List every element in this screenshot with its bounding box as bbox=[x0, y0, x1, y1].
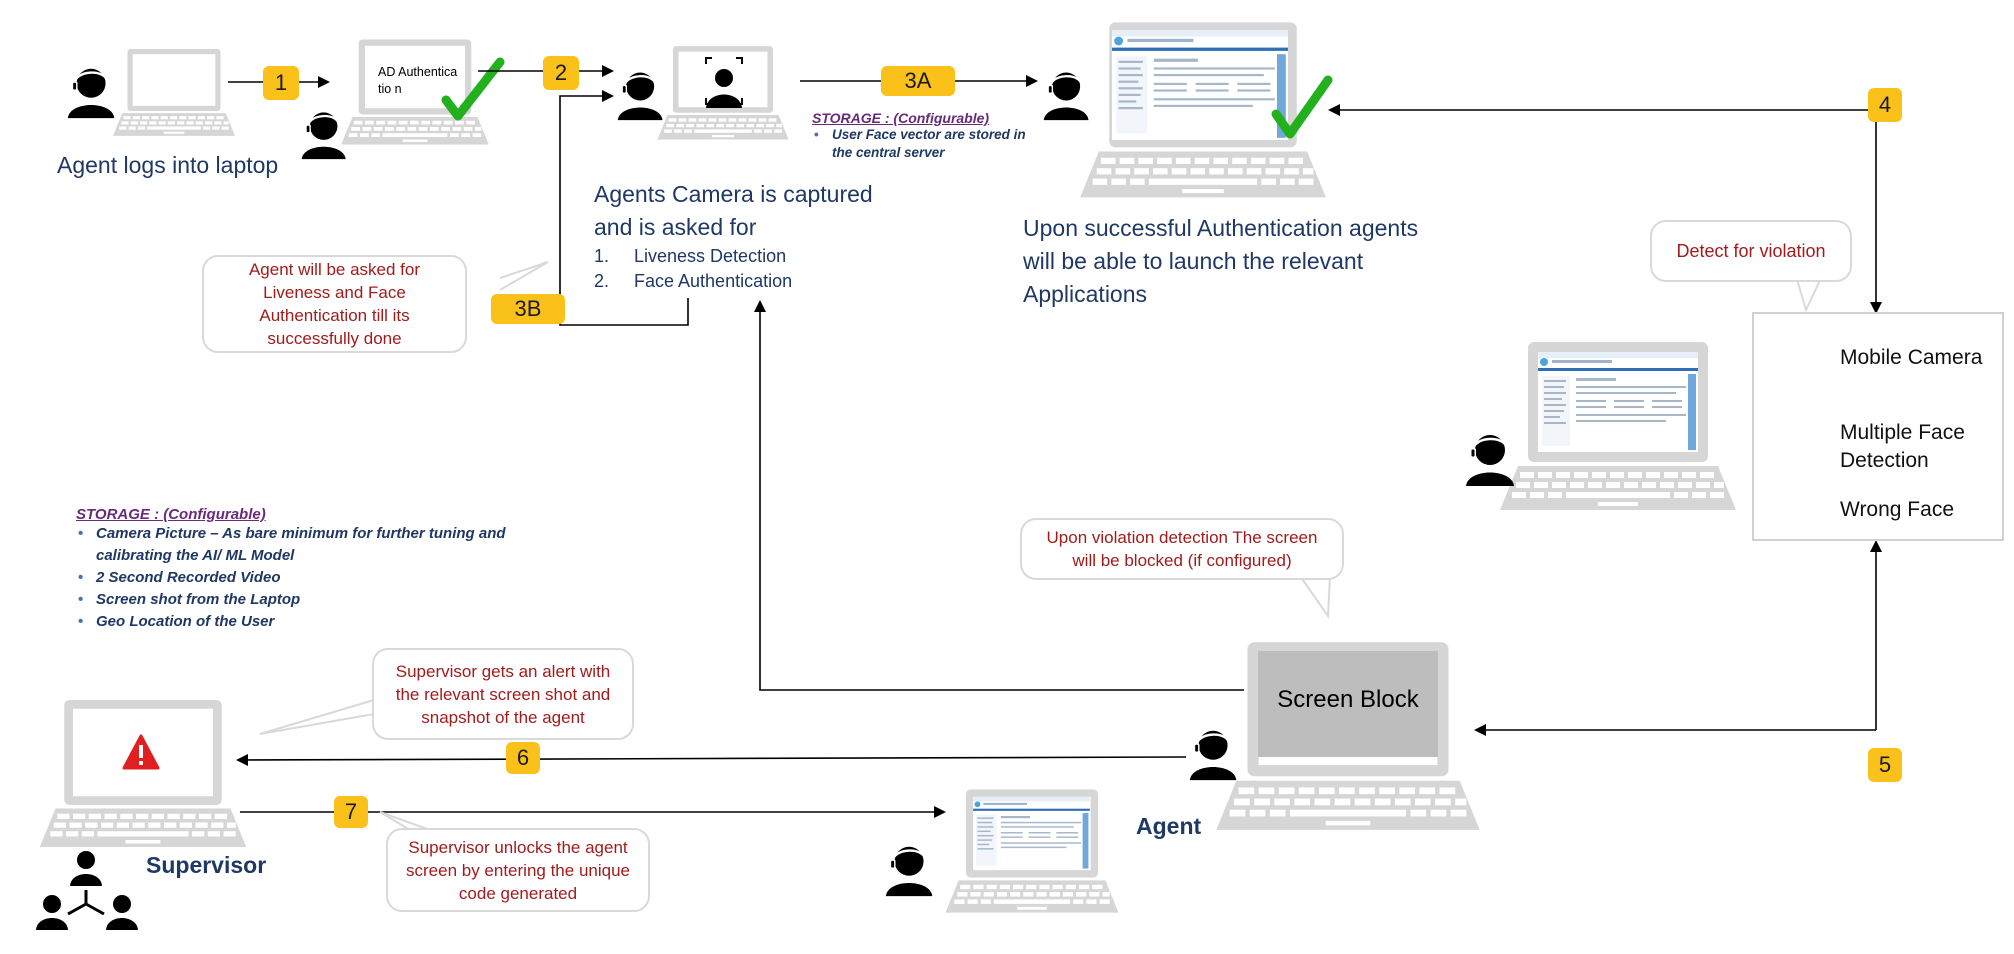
callout-tail-block bbox=[1299, 575, 1331, 619]
callout-tail-violation bbox=[1795, 275, 1823, 313]
camera-line1: Agents Camera is captured bbox=[594, 181, 873, 207]
callout-tail-3b bbox=[499, 261, 549, 291]
callout-tail-alert bbox=[259, 699, 375, 735]
camera-item-2-number: 2. bbox=[594, 271, 610, 291]
callout-block: Upon violation detection The screen will… bbox=[1020, 518, 1344, 580]
storage-top: STORAGE : (Configurable) User Face vecto… bbox=[812, 110, 1032, 162]
callout-alert-text: Supervisor gets an alert with the releva… bbox=[395, 661, 611, 727]
camera-text: Agents Camera is captured and is asked f… bbox=[594, 178, 924, 294]
storage-bottom-item: 2 Second Recorded Video bbox=[76, 567, 576, 589]
warning-icon bbox=[122, 734, 160, 770]
agent-icon bbox=[1042, 71, 1090, 122]
storage-bottom-item: Camera Picture – As bare minimum for fur… bbox=[76, 523, 576, 567]
storage-top-title: STORAGE : (Configurable) bbox=[812, 110, 990, 126]
agent-icon bbox=[884, 845, 934, 898]
laptop-monitored-screen bbox=[1538, 352, 1698, 452]
storage-bottom-list: Camera Picture – As bare minimum for fur… bbox=[76, 523, 576, 633]
callout-unlock: Supervisor unlocks the agent screen by e… bbox=[386, 828, 650, 912]
supervisor-hierarchy-icon bbox=[36, 851, 138, 930]
step-badge-3a: 3A bbox=[881, 66, 955, 96]
agent-icon bbox=[1464, 433, 1516, 488]
laptop-login bbox=[113, 49, 235, 136]
laptop-success-screen bbox=[1112, 30, 1288, 140]
step-badge-1: 1 bbox=[263, 66, 299, 100]
success-line3: Applications bbox=[1023, 281, 1148, 307]
storage-bottom-item: Screen shot from the Laptop bbox=[76, 589, 576, 611]
step-badge-4: 4 bbox=[1868, 88, 1902, 122]
screen-block-label: Screen Block bbox=[1277, 686, 1419, 713]
step-badge-7: 7 bbox=[334, 796, 368, 828]
agent-label: Agent bbox=[1136, 813, 1202, 839]
callout-block-text: Upon violation detection The screen will… bbox=[1046, 528, 1318, 570]
arrow-block-to-camera bbox=[754, 300, 1244, 691]
laptop-unlocked-screen bbox=[973, 797, 1090, 870]
agent-icon bbox=[300, 111, 347, 161]
storage-bottom: STORAGE : (Configurable) Camera Picture … bbox=[76, 506, 576, 633]
success-text: Upon successful Authentication agents wi… bbox=[1023, 212, 1483, 311]
storage-top-list: User Face vector are stored in the centr… bbox=[812, 126, 1032, 162]
camera-item-1-label: Liveness Detection bbox=[634, 246, 787, 266]
screen-block-panel bbox=[1258, 651, 1438, 757]
storage-bottom-title: STORAGE : (Configurable) bbox=[76, 506, 266, 523]
callout-violation-text: Detect for violation bbox=[1676, 240, 1826, 261]
callout-tail-unlock bbox=[379, 811, 431, 831]
supervisor-label: Supervisor bbox=[146, 852, 267, 878]
step-badge-5: 5 bbox=[1868, 748, 1902, 782]
agent-icon bbox=[66, 67, 116, 120]
login-caption: Agent logs into laptop bbox=[57, 152, 279, 178]
violation-legend bbox=[1752, 312, 2004, 541]
callout-violation: Detect for violation bbox=[1650, 220, 1852, 282]
laptop-camera bbox=[657, 46, 789, 140]
agent-icon bbox=[1188, 729, 1238, 782]
callout-3b: Agent will be asked for Liveness and Fac… bbox=[202, 255, 467, 353]
success-line1: Upon successful Authentication agents bbox=[1023, 215, 1419, 241]
success-line2: will be able to launch the relevant bbox=[1023, 248, 1364, 274]
callout-alert: Supervisor gets an alert with the releva… bbox=[372, 648, 634, 740]
step-badge-6: 6 bbox=[506, 742, 540, 774]
laptop-supervisor bbox=[39, 700, 247, 847]
legend-wrong-face: Wrong Face bbox=[1840, 498, 1954, 521]
step-badge-3b: 3B bbox=[491, 294, 565, 324]
face-scan-icon bbox=[705, 57, 743, 108]
storage-bottom-item: Geo Location of the User bbox=[76, 611, 576, 633]
check-mark-icon bbox=[441, 57, 505, 121]
callout-unlock-text: Supervisor unlocks the agent screen by e… bbox=[406, 837, 630, 903]
camera-item-2-label: Face Authentication bbox=[634, 271, 793, 291]
check-mark-icon bbox=[1271, 75, 1333, 139]
storage-top-item: User Face vector are stored in the centr… bbox=[812, 126, 1032, 162]
arrow-6 bbox=[236, 753, 1187, 766]
step-badge-2: 2 bbox=[543, 56, 579, 90]
camera-item-1-number: 1. bbox=[594, 246, 610, 266]
camera-line2: and is asked for bbox=[594, 214, 757, 240]
legend-mobile-camera: Mobile Camera bbox=[1840, 346, 1983, 369]
camera-item-2: 2. Face Authentication bbox=[594, 269, 924, 294]
agent-icon bbox=[616, 71, 664, 122]
loop-3b bbox=[559, 90, 689, 326]
callout-3b-text: Agent will be asked for Liveness and Fac… bbox=[248, 260, 421, 348]
legend-multiple-face: Multiple Face Detection bbox=[1840, 421, 1965, 472]
ad-auth-screen-text: AD Authenticatio n bbox=[378, 65, 458, 96]
camera-item-1: 1. Liveness Detection bbox=[594, 244, 924, 269]
